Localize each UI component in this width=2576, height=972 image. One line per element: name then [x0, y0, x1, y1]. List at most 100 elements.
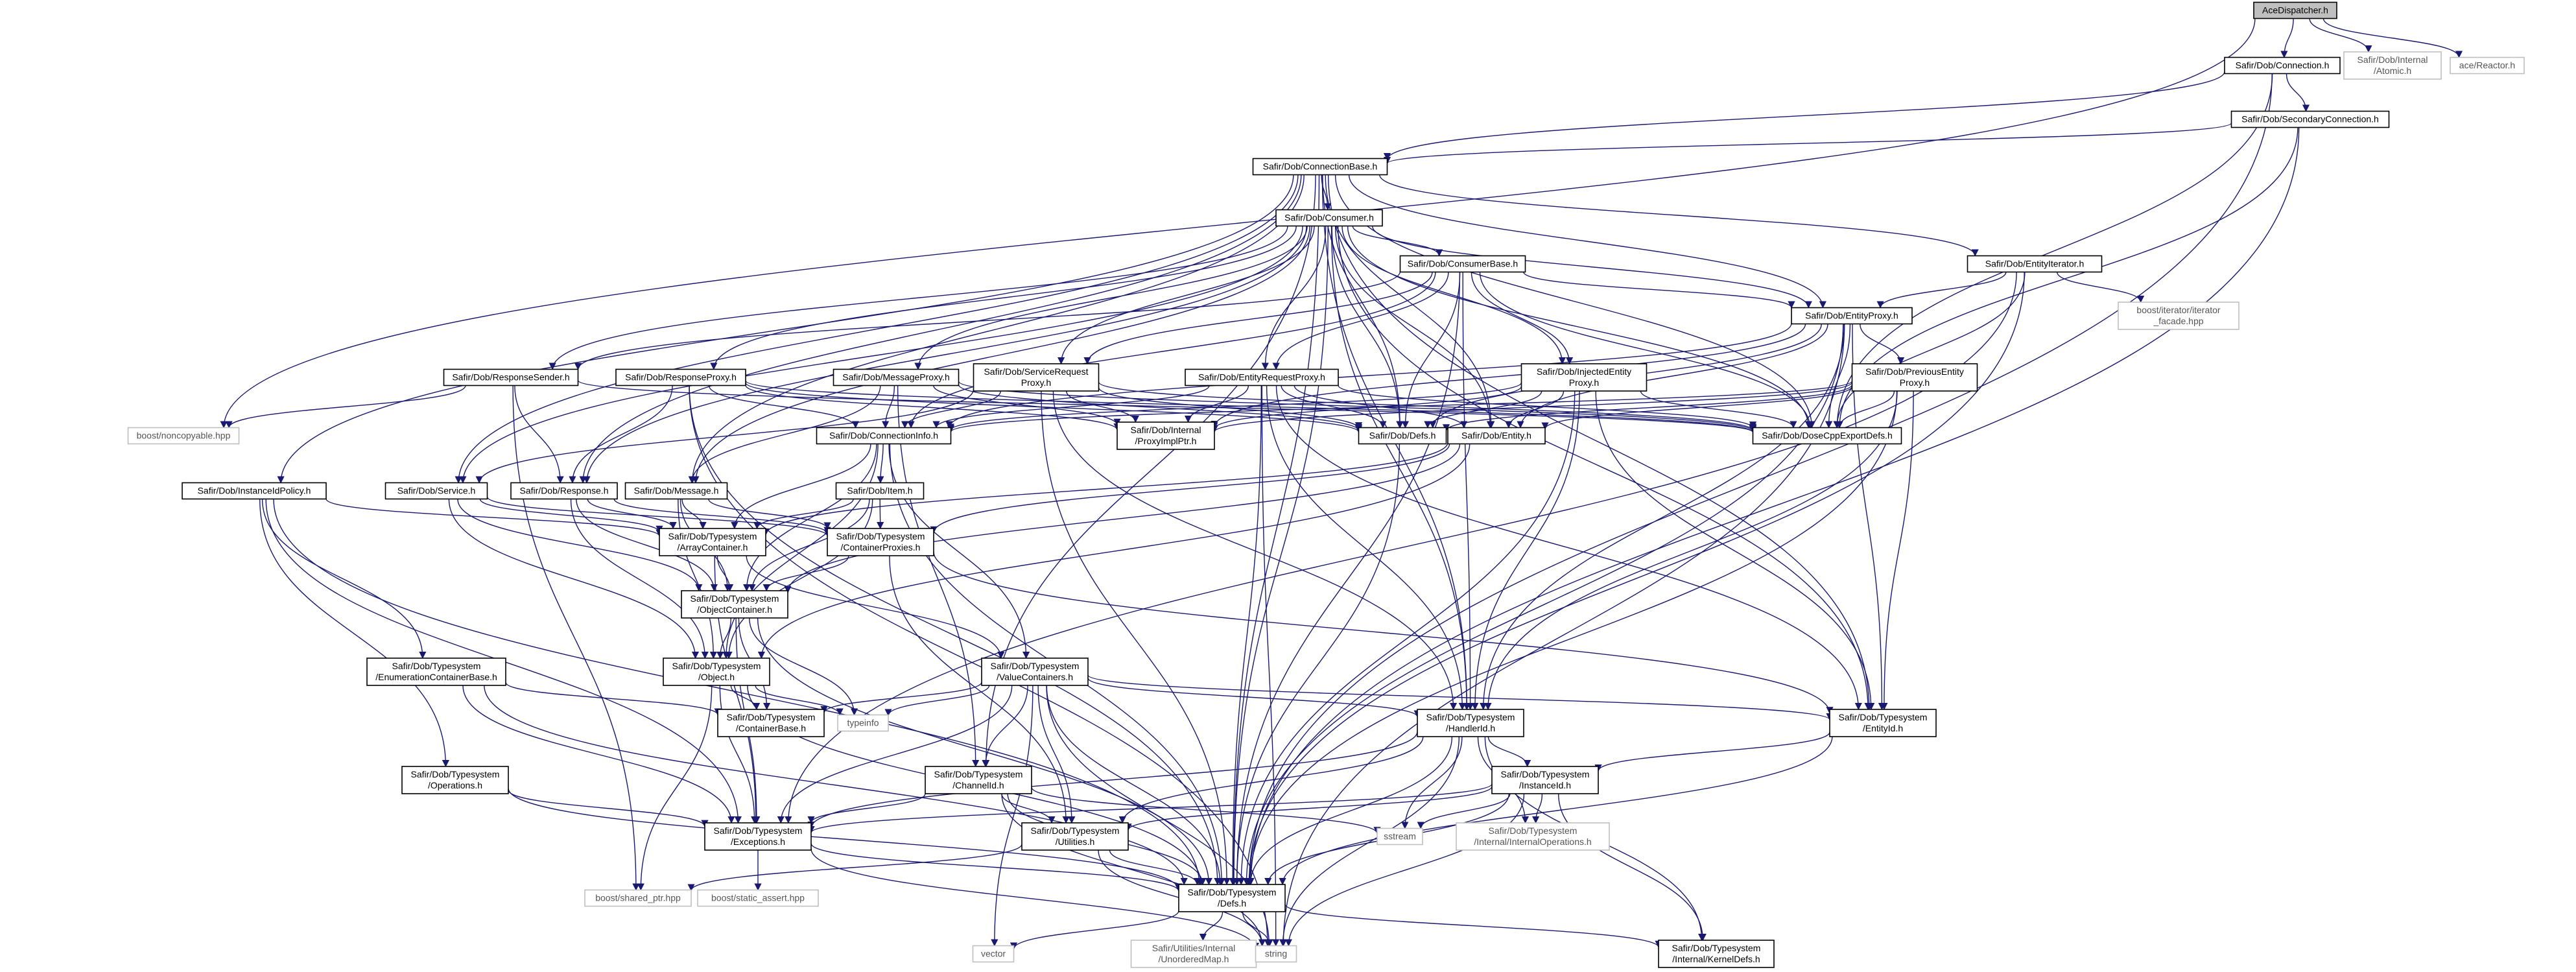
edge-entity-proxy-to-entity-id: [1852, 324, 1885, 711]
node-box: [1791, 307, 1913, 325]
node-secondary-connection[interactable]: Safir/Dob/SecondaryConnection.h: [2230, 110, 2390, 128]
node-dob-response[interactable]: Safir/Dob/Response.h: [510, 482, 618, 500]
node-box: [1130, 940, 1257, 968]
node-ts-defs[interactable]: Safir/Dob/Typesystem/Defs.h: [1178, 884, 1286, 912]
node-connection-base[interactable]: Safir/Dob/ConnectionBase.h: [1252, 158, 1388, 176]
node-box: [835, 482, 925, 500]
node-box: [717, 709, 825, 737]
node-box: [1829, 709, 1937, 737]
edge-dob-response-to-ts-object: [570, 499, 709, 659]
node-array-container[interactable]: Safir/Dob/Typesystem/ArrayContainer.h: [659, 528, 766, 556]
node-box: [973, 363, 1100, 392]
node-label: Safir/Dob/Typesystem: [392, 661, 481, 671]
node-label: /ValueContainers.h: [997, 672, 1073, 682]
node-ts-exceptions[interactable]: Safir/Dob/Typesystem/Exceptions.h: [704, 822, 812, 851]
node-internal-atomic: Safir/Dob/Internal/Atomic.h: [2343, 51, 2442, 80]
node-proxy-impl-ptr[interactable]: Safir/Dob/Internal/ProxyImplPtr.h: [1117, 421, 1215, 450]
edge-handler-id-to-ts-utilities: [1118, 736, 1424, 824]
node-entity-request-proxy[interactable]: Safir/Dob/EntityRequestProxy.h: [1185, 368, 1339, 386]
node-response-proxy[interactable]: Safir/Dob/ResponseProxy.h: [615, 368, 746, 386]
edge-entity-proxy-to-proxy-impl-ptr: [1211, 324, 1806, 429]
edge-response-proxy-to-dose-cpp-export: [745, 380, 1756, 433]
node-box: [681, 590, 788, 619]
node-internal-operations: Safir/Dob/Typesystem/Internal/InternalOp…: [1456, 822, 1610, 851]
node-box: [384, 482, 488, 500]
edge-consumer-to-entity-id: [1338, 226, 1872, 711]
node-ts-operations[interactable]: Safir/Dob/Typesystem/Operations.h: [401, 766, 509, 794]
edge-value-containers-to-typeinfo: [884, 685, 990, 717]
node-dob-defs[interactable]: Safir/Dob/Defs.h: [1358, 427, 1447, 445]
node-container-base[interactable]: Safir/Dob/Typesystem/ContainerBase.h: [717, 709, 825, 737]
node-value-containers[interactable]: Safir/Dob/Typesystem/ValueContainers.h: [981, 658, 1089, 686]
node-instance-id-policy[interactable]: Safir/Dob/InstanceIdPolicy.h: [182, 482, 327, 500]
node-label: /ObjectContainer.h: [697, 604, 772, 615]
node-label: Safir/Dob/InstanceIdPolicy.h: [198, 486, 311, 496]
edge-consumer-base-to-ts-defs: [1233, 272, 1461, 886]
edge-consumer-base-to-injected-entity-proxy: [1471, 272, 1574, 365]
node-label: /EntityId.h: [1863, 723, 1903, 733]
edge-response-sender-to-boost-noncopyable: [225, 385, 466, 429]
node-enumeration-container-base[interactable]: Safir/Dob/Typesystem/EnumerationContaine…: [366, 658, 506, 686]
node-connection[interactable]: Safir/Dob/Connection.h: [2224, 56, 2341, 75]
node-object-container[interactable]: Safir/Dob/Typesystem/ObjectContainer.h: [681, 590, 788, 619]
node-box: [615, 368, 746, 386]
node-boost-shared-ptr: boost/shared_ptr.hpp: [584, 889, 692, 907]
node-kernel-defs[interactable]: Safir/Dob/Typesystem/Internal/KernelDefs…: [1658, 940, 1775, 968]
node-message-proxy[interactable]: Safir/Dob/MessageProxy.h: [833, 368, 960, 386]
node-handler-id[interactable]: Safir/Dob/Typesystem/HandlerId.h: [1417, 709, 1524, 737]
node-container-proxies[interactable]: Safir/Dob/Typesystem/ContainerProxies.h: [827, 528, 934, 556]
node-dob-message[interactable]: Safir/Dob/Message.h: [624, 482, 728, 500]
node-dob-entity[interactable]: Safir/Dob/Entity.h: [1447, 427, 1546, 445]
node-response-sender[interactable]: Safir/Dob/ResponseSender.h: [443, 368, 579, 386]
node-label: /HandlerId.h: [1446, 723, 1495, 733]
edge-connection-base-to-channel-id: [982, 174, 1316, 768]
node-dob-service[interactable]: Safir/Dob/Service.h: [384, 482, 488, 500]
edge-channel-id-to-sstream: [1031, 787, 1381, 835]
edge-dob-service-to-container-proxies: [486, 496, 831, 537]
edge-ts-utilities-to-boost-shared-ptr: [687, 844, 1022, 892]
node-ace-dispatcher[interactable]: AceDispatcher.h: [2253, 1, 2337, 19]
node-label: /Internal/InternalOperations.h: [1474, 836, 1591, 847]
edge-entity-request-proxy-to-connection-info: [932, 385, 1210, 429]
edge-ts-operations-to-ts-defs: [508, 788, 1183, 891]
node-label: /Internal/KernelDefs.h: [1672, 954, 1760, 964]
edge-response-sender-to-dob-response: [514, 385, 564, 484]
node-label: /ContainerBase.h: [736, 723, 806, 733]
node-consumer[interactable]: Safir/Dob/Consumer.h: [1275, 209, 1383, 227]
edge-consumer-base-to-handler-id: [1462, 272, 1474, 711]
node-connection-info[interactable]: Safir/Dob/ConnectionInfo.h: [816, 427, 952, 445]
edge-ts-utilities-to-ts-defs: [1109, 849, 1201, 886]
edge-connection-base-to-entity-iterator: [1379, 174, 1979, 257]
node-label: Safir/Dob/Service.h: [397, 486, 476, 496]
edge-connection-to-ts-defs: [1245, 73, 2273, 886]
node-entity-proxy[interactable]: Safir/Dob/EntityProxy.h: [1791, 307, 1913, 325]
node-dose-cpp-export[interactable]: Safir/Dob/DoseCppExportDefs.h: [1752, 427, 1902, 445]
node-ts-object[interactable]: Safir/Dob/Typesystem/Object.h: [663, 658, 770, 686]
node-instance-id[interactable]: Safir/Dob/Typesystem/InstanceId.h: [1491, 766, 1599, 794]
edge-service-request-proxy-to-ts-defs: [1041, 390, 1231, 886]
node-channel-id[interactable]: Safir/Dob/Typesystem/ChannelId.h: [925, 766, 1032, 794]
node-box: [837, 714, 889, 732]
node-consumer-base[interactable]: Safir/Dob/ConsumerBase.h: [1399, 255, 1526, 273]
edge-previous-entity-proxy-to-proxy-impl-ptr: [1211, 381, 1853, 433]
node-label: Safir/Utilities/Internal: [1152, 943, 1235, 953]
edge-response-proxy-to-proxy-impl-ptr: [745, 385, 1121, 431]
edge-ace-dispatcher-to-boost-noncopyable: [220, 18, 2256, 429]
edge-consumer-to-dob-response: [583, 226, 1307, 484]
node-label: sstream: [1384, 831, 1416, 842]
node-entity-id[interactable]: Safir/Dob/Typesystem/EntityId.h: [1829, 709, 1937, 737]
node-dob-item[interactable]: Safir/Dob/Item.h: [835, 482, 925, 500]
edge-response-proxy-to-dob-defs: [745, 382, 1362, 433]
node-ts-utilities[interactable]: Safir/Dob/Typesystem/Utilities.h: [1021, 822, 1129, 851]
edge-entity-iterator-to-boost-iterator-facade: [2057, 272, 2145, 303]
edge-consumer-to-service-request-proxy: [1058, 226, 1315, 365]
node-vector: vector: [972, 945, 1015, 963]
node-label: vector: [981, 949, 1006, 959]
node-box: [697, 889, 819, 907]
node-entity-iterator[interactable]: Safir/Dob/EntityIterator.h: [1967, 255, 2103, 273]
node-label: Safir/Dob/Typesystem: [934, 769, 1023, 779]
node-label: Safir/Dob/Defs.h: [1369, 431, 1436, 441]
